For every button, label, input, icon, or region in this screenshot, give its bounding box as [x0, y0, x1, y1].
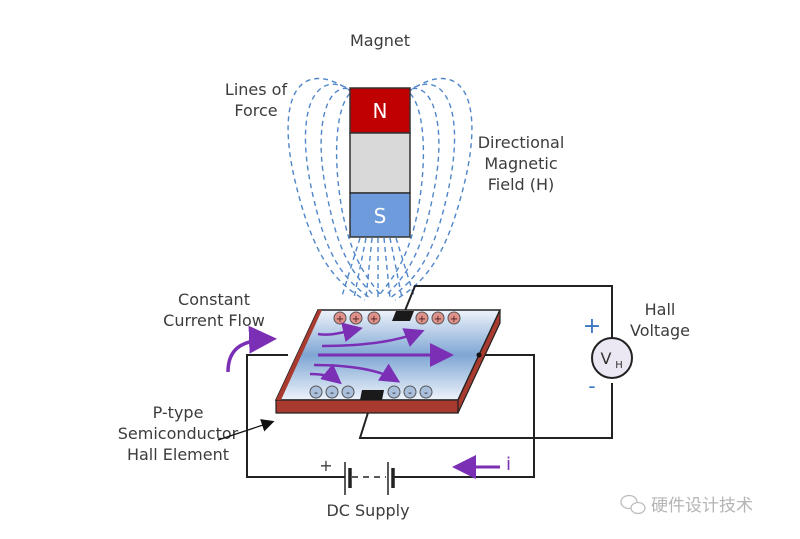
top-hall-contact — [392, 311, 414, 321]
svg-text:+: + — [370, 314, 378, 325]
lines-of-force-label-1: Lines of — [225, 80, 288, 99]
svg-text:+: + — [352, 314, 360, 325]
positive-charge: + — [349, 311, 363, 325]
semiconductor-label-1: P-type — [153, 403, 204, 422]
positive-charge: + — [447, 311, 461, 325]
hall-plus-sign: + — [583, 314, 601, 339]
north-label: N — [373, 99, 388, 123]
hall-voltage-label-1: Hall — [645, 300, 676, 319]
svg-text:+: + — [418, 314, 426, 325]
positive-charges: + + + + + + — [333, 311, 461, 325]
svg-text:-: - — [408, 386, 412, 399]
hall-element-plate — [274, 309, 502, 414]
negative-charge: - — [341, 385, 355, 399]
hall-voltmeter: V H — [591, 337, 633, 379]
constant-current-arrow — [226, 325, 277, 373]
constant-current-label-2: Current Flow — [163, 311, 265, 330]
positive-charge: + — [431, 311, 445, 325]
directional-field-label-3: Field (H) — [488, 175, 555, 194]
magnet-north-pole — [349, 87, 411, 134]
bottom-hall-contact — [360, 390, 384, 400]
magnetic-field-lines — [287, 77, 473, 301]
svg-text:-: - — [314, 386, 318, 399]
svg-text:+: + — [450, 314, 458, 325]
negative-charge: - — [309, 385, 323, 399]
negative-charges: - - - - - - — [309, 385, 433, 399]
directional-field-label-1: Directional — [478, 133, 565, 152]
negative-charge: - — [403, 385, 417, 399]
magnet-south-pole — [349, 192, 411, 238]
svg-text:-: - — [392, 386, 396, 399]
magnet-title: Magnet — [350, 31, 410, 50]
svg-text:+: + — [434, 314, 442, 325]
semiconductor-pointer-arrow — [217, 419, 275, 441]
hall-voltage-label-2: Voltage — [630, 321, 690, 340]
battery-plus-sign: + — [319, 456, 332, 475]
current-flow-arrows — [309, 322, 454, 385]
negative-charge: - — [387, 385, 401, 399]
svg-text:-: - — [424, 386, 428, 399]
svg-text:-: - — [330, 386, 334, 399]
voltmeter-subscript: H — [615, 360, 623, 371]
hall-minus-sign: - — [588, 374, 595, 398]
south-label: S — [374, 204, 387, 228]
watermark-text: 硬件设计技术 — [651, 496, 753, 516]
directional-field-label-2: Magnetic — [484, 154, 557, 173]
dc-battery — [344, 462, 395, 495]
positive-charge: + — [367, 311, 381, 325]
semiconductor-label-3: Hall Element — [127, 445, 229, 464]
dc-supply-label: DC Supply — [326, 501, 409, 520]
negative-charge: - — [419, 385, 433, 399]
positive-charge: + — [333, 311, 347, 325]
current-symbol: i — [506, 454, 511, 475]
bar-magnet: N S — [349, 87, 411, 238]
magnet-body — [349, 132, 411, 194]
svg-text:+: + — [336, 314, 344, 325]
semiconductor-label-2: Semiconductor — [118, 424, 239, 443]
negative-charge: - — [325, 385, 339, 399]
positive-charge: + — [415, 311, 429, 325]
constant-current-label-1: Constant — [178, 290, 250, 309]
wechat-icon — [620, 494, 646, 515]
lines-of-force-label-2: Force — [234, 101, 277, 120]
svg-text:-: - — [346, 386, 350, 399]
voltmeter-symbol: V — [601, 349, 612, 368]
